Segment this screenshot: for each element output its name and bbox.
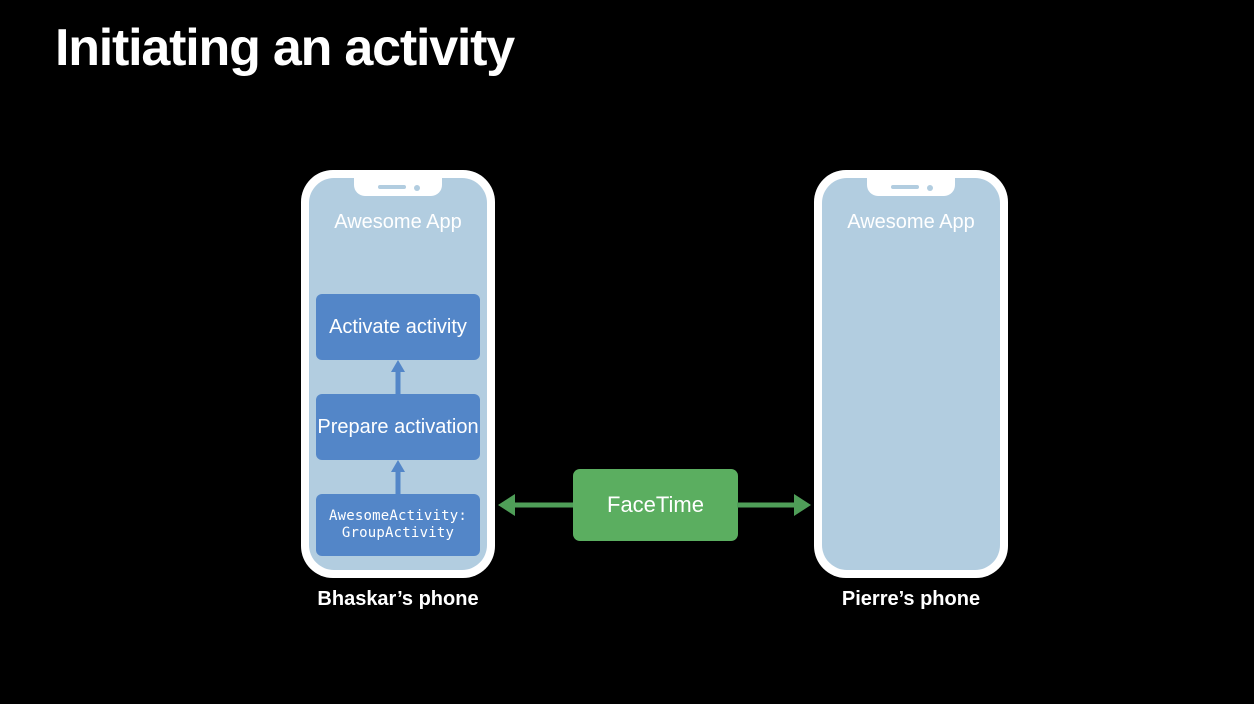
right-phone-app-name: Awesome App	[847, 211, 975, 233]
connector-arrow-up-icon	[391, 360, 405, 394]
node-prepare-activation[interactable]: Prepare activation	[316, 394, 480, 460]
facetime-box[interactable]: FaceTime	[573, 469, 738, 541]
left-phone-screen: Awesome App Activate activity Prepare ac…	[309, 178, 487, 570]
left-phone-caption: Bhaskar’s phone	[317, 588, 479, 610]
node-activate-activity[interactable]: Activate activity	[316, 294, 480, 360]
connector-arrow-up-icon	[391, 460, 405, 494]
left-phone-device: Awesome App Activate activity Prepare ac…	[301, 170, 495, 578]
left-phone-app-name: Awesome App	[334, 211, 462, 233]
speaker-slot-icon	[378, 185, 406, 189]
front-camera-icon	[927, 184, 933, 191]
notch	[354, 178, 442, 196]
page-title: Initiating an activity	[55, 19, 515, 77]
speaker-slot-icon	[891, 185, 919, 189]
right-phone-screen: Awesome App	[822, 178, 1000, 570]
right-phone-device: Awesome App	[814, 170, 1008, 578]
left-phone-activity-stack: Activate activity Prepare activation Awe…	[316, 294, 480, 556]
arrow-left-icon	[498, 494, 574, 516]
arrow-right-icon	[737, 494, 811, 516]
node-awesome-activity[interactable]: AwesomeActivity: GroupActivity	[316, 494, 480, 556]
notch	[867, 178, 955, 196]
front-camera-icon	[414, 184, 420, 191]
right-phone-caption: Pierre’s phone	[841, 588, 981, 610]
node-awesome-activity-line2: GroupActivity	[341, 525, 455, 541]
node-awesome-activity-line1: AwesomeActivity:	[328, 508, 468, 524]
